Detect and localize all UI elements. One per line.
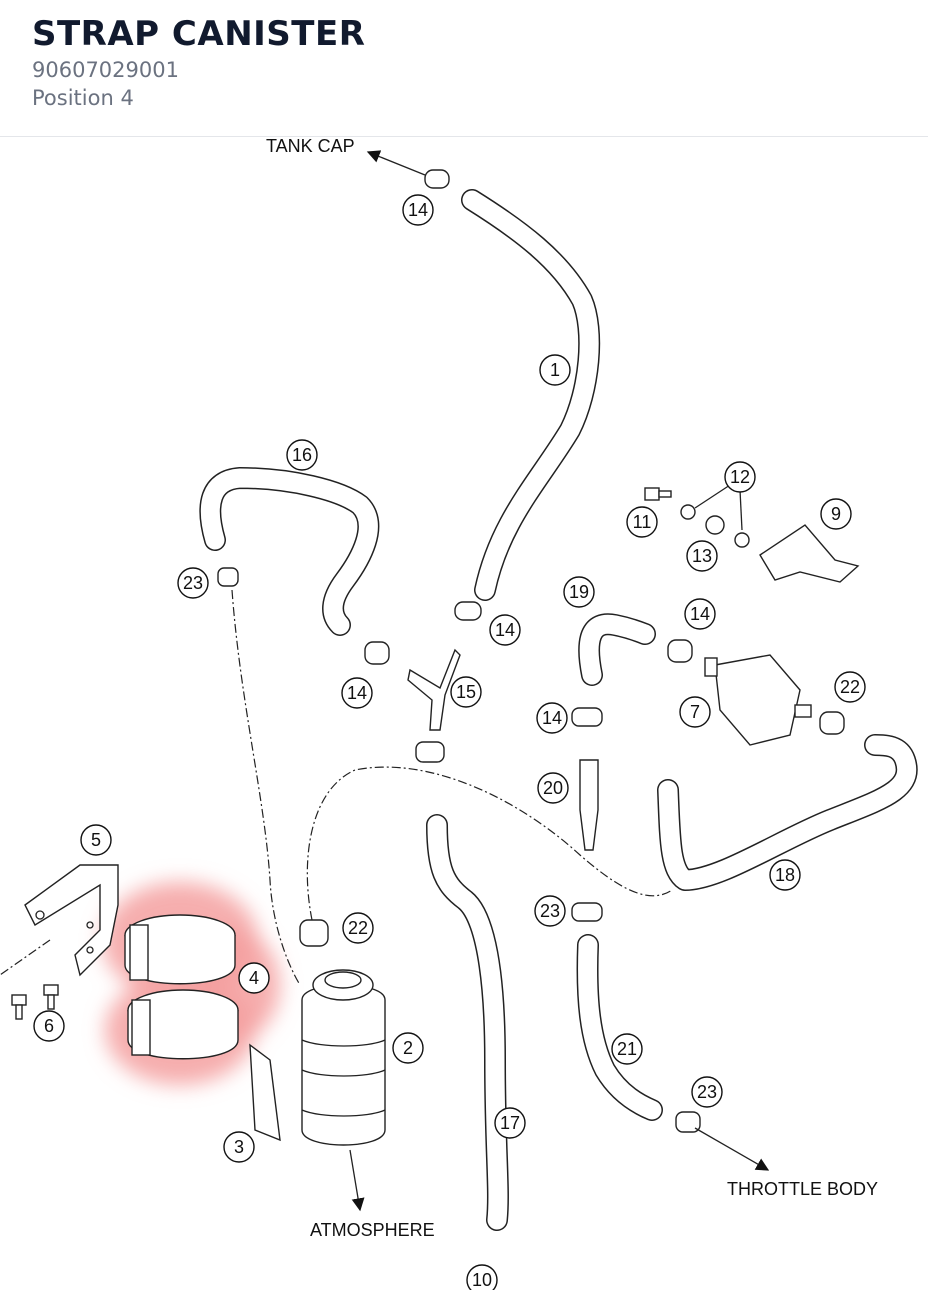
callout: 19 bbox=[563, 576, 595, 608]
callout: 16 bbox=[286, 439, 318, 471]
callout: 22 bbox=[834, 671, 866, 703]
svg-text:17: 17 bbox=[500, 1113, 520, 1133]
bracket-5 bbox=[24, 864, 119, 977]
callout: 5 bbox=[80, 824, 112, 856]
callout: 18 bbox=[769, 859, 801, 891]
svg-text:19: 19 bbox=[569, 582, 589, 602]
svg-text:21: 21 bbox=[617, 1039, 637, 1059]
svg-text:6: 6 bbox=[44, 1016, 54, 1036]
svg-text:13: 13 bbox=[692, 546, 712, 566]
clamps bbox=[217, 169, 845, 1133]
callout: 11 bbox=[626, 506, 658, 538]
callout: 14 bbox=[489, 614, 521, 646]
part-number: 90607029001 bbox=[32, 58, 179, 82]
svg-text:22: 22 bbox=[840, 677, 860, 697]
bracket-line bbox=[0, 939, 51, 976]
callout: 23 bbox=[691, 1076, 723, 1108]
callout: 14 bbox=[402, 194, 434, 226]
small-parts bbox=[644, 484, 750, 548]
label-throttle-body: THROTTLE BODY bbox=[727, 1179, 878, 1199]
svg-text:20: 20 bbox=[543, 778, 563, 798]
callout-highlighted: 4 bbox=[238, 962, 270, 994]
callout: 23 bbox=[534, 895, 566, 927]
throttle-body-arrow bbox=[694, 1127, 770, 1171]
callout: 20 bbox=[537, 772, 569, 804]
page-title: STRAP CANISTER bbox=[32, 14, 366, 54]
callout: 22 bbox=[342, 912, 374, 944]
screws-6 bbox=[11, 984, 59, 1020]
hose-17 bbox=[426, 814, 509, 1231]
callout: 9 bbox=[820, 498, 852, 530]
hose-19 bbox=[578, 613, 656, 686]
callout: 23 bbox=[177, 567, 209, 599]
position-label: Position 4 bbox=[32, 86, 134, 110]
svg-text:3: 3 bbox=[234, 1137, 244, 1157]
svg-text:11: 11 bbox=[633, 512, 652, 532]
exploded-parts-diagram: TANK CAP ATMOSPHERE THROTTLE BODY 14 1 1… bbox=[0, 138, 918, 1290]
svg-text:7: 7 bbox=[690, 702, 700, 722]
svg-text:1: 1 bbox=[550, 360, 560, 380]
svg-text:16: 16 bbox=[292, 445, 312, 465]
svg-text:14: 14 bbox=[542, 708, 562, 728]
callout: 12 bbox=[724, 461, 756, 493]
tank-cap-arrow bbox=[366, 150, 426, 176]
svg-text:18: 18 bbox=[775, 865, 795, 885]
svg-text:12: 12 bbox=[730, 467, 750, 487]
callout: 2 bbox=[392, 1032, 424, 1064]
svg-text:14: 14 bbox=[690, 604, 710, 624]
callout: 13 bbox=[686, 540, 718, 572]
svg-text:2: 2 bbox=[403, 1038, 413, 1058]
callout: 14 bbox=[536, 702, 568, 734]
svg-text:22: 22 bbox=[348, 918, 368, 938]
vent-line bbox=[231, 589, 301, 986]
canister-2 bbox=[301, 969, 386, 1212]
header: STRAP CANISTER 90607029001 Position 4 bbox=[0, 0, 928, 137]
part-20 bbox=[579, 759, 599, 851]
part-3 bbox=[249, 1043, 281, 1142]
hose-16 bbox=[199, 467, 380, 636]
callout: 14 bbox=[341, 677, 373, 709]
svg-text:5: 5 bbox=[91, 830, 101, 850]
svg-text:23: 23 bbox=[540, 901, 560, 921]
valve-7 bbox=[704, 654, 812, 746]
strap-4 bbox=[124, 914, 239, 1060]
svg-text:9: 9 bbox=[831, 504, 841, 524]
callout: 17 bbox=[494, 1107, 526, 1139]
callout: 3 bbox=[223, 1131, 255, 1163]
callout: 14 bbox=[684, 598, 716, 630]
svg-text:10: 10 bbox=[472, 1270, 492, 1290]
label-tank-cap: TANK CAP bbox=[266, 138, 355, 156]
purge-line bbox=[306, 766, 673, 921]
callout: 21 bbox=[611, 1033, 643, 1065]
callout: 10 bbox=[466, 1264, 498, 1290]
callout: 7 bbox=[679, 696, 711, 728]
callout: 15 bbox=[450, 676, 482, 708]
hose-18 bbox=[657, 734, 918, 891]
svg-text:14: 14 bbox=[495, 620, 515, 640]
svg-text:15: 15 bbox=[456, 682, 476, 702]
label-atmosphere: ATMOSPHERE bbox=[310, 1220, 435, 1240]
callout: 6 bbox=[33, 1010, 65, 1042]
svg-text:14: 14 bbox=[347, 683, 367, 703]
callout: 1 bbox=[539, 354, 571, 386]
bracket-9 bbox=[759, 524, 860, 583]
hose-1 bbox=[461, 189, 601, 601]
hose-21 bbox=[576, 934, 663, 1121]
svg-text:23: 23 bbox=[697, 1082, 717, 1102]
svg-text:23: 23 bbox=[183, 573, 203, 593]
svg-text:4: 4 bbox=[249, 968, 259, 988]
connector-15 bbox=[407, 648, 461, 731]
svg-text:14: 14 bbox=[408, 200, 428, 220]
